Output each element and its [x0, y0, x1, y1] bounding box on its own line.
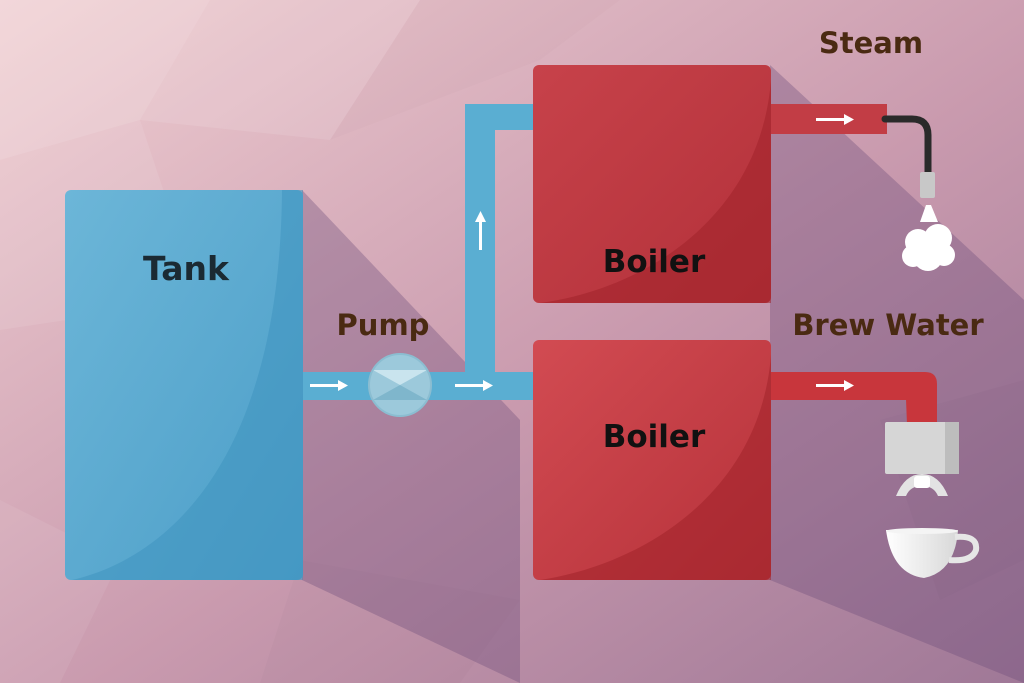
brew-boiler-label: Boiler: [603, 419, 706, 455]
brew-water-label: Brew Water: [792, 308, 984, 342]
steam-boiler-label: Boiler: [603, 244, 706, 280]
arrow-right-icon: [816, 114, 854, 125]
arrow-right-icon: [310, 380, 348, 391]
tank-label: Tank: [143, 249, 230, 288]
arrow-right-icon: [455, 380, 493, 391]
long-shadows: [302, 65, 1024, 683]
steam-boiler: Boiler: [533, 65, 771, 303]
steam-cloud-icon: [902, 205, 955, 271]
brew-boiler: Boiler: [533, 340, 771, 580]
riser-top-pipe: [465, 104, 540, 130]
riser-pipe: [465, 104, 495, 400]
water-tank: Tank: [65, 190, 303, 580]
hot-flow-arrows: [816, 114, 854, 391]
arrow-right-icon: [816, 380, 854, 391]
steam-wand: [881, 115, 955, 271]
pump: Pump: [337, 308, 432, 417]
cold-flow-arrows: [310, 211, 493, 391]
hot-pipes: [765, 104, 937, 427]
steam-label: Steam: [819, 26, 923, 60]
arrow-up-icon: [475, 211, 486, 250]
group-head-icon: [885, 422, 959, 496]
pump-label: Pump: [337, 308, 430, 342]
coffee-cup-icon: [886, 528, 980, 578]
